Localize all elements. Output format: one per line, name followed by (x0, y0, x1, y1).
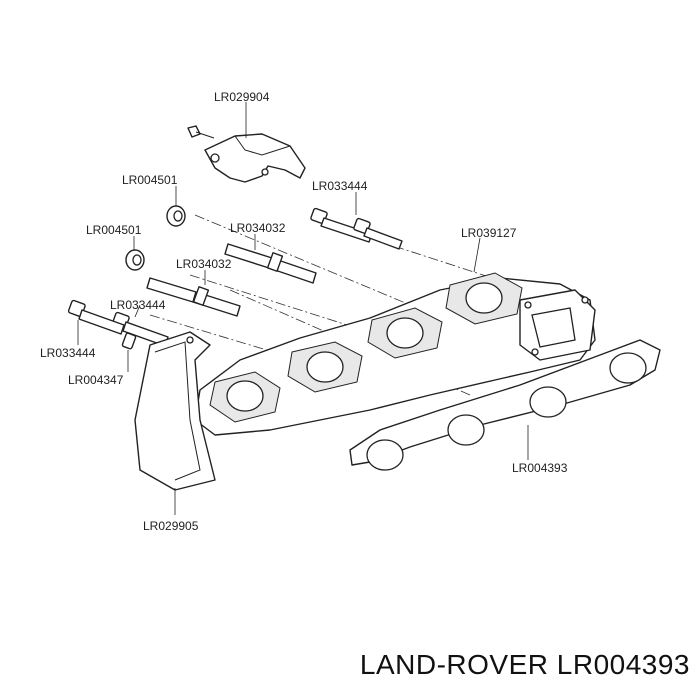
upper-bolts (310, 207, 403, 250)
label-bolt-left: LR033444 (40, 346, 96, 360)
label-clip: LR004347 (68, 373, 124, 387)
label-lower-heat-shield: LR029905 (143, 519, 199, 533)
label-gasket: LR004393 (512, 461, 568, 475)
label-washer-top: LR004501 (122, 173, 178, 187)
washer-top (166, 205, 186, 227)
page-title: LAND-ROVER LR004393 (360, 649, 690, 680)
exhaust-manifold (194, 272, 596, 436)
washer-left (125, 249, 145, 271)
label-upper-heat-shield: LR029904 (214, 90, 270, 104)
upper-heat-shield (187, 125, 306, 183)
label-washer-left: LR004501 (86, 223, 142, 237)
manifold-gasket (349, 339, 661, 471)
bolt-left (67, 299, 125, 335)
label-stud-upper: LR034032 (230, 221, 286, 235)
label-upper-bolts: LR033444 (312, 179, 368, 193)
stud-upper (224, 243, 317, 284)
leader-lines (77, 102, 529, 515)
lower-heat-shield (134, 331, 216, 491)
label-exhaust-manifold: LR039127 (461, 226, 517, 240)
label-bolt-middle: LR033444 (110, 298, 166, 312)
label-stud-middle: LR034032 (176, 257, 232, 271)
part-labels: LR029904 LR004501 LR033444 LR034032 LR03… (40, 90, 568, 533)
clip (121, 332, 137, 350)
stud-middle (146, 277, 241, 317)
